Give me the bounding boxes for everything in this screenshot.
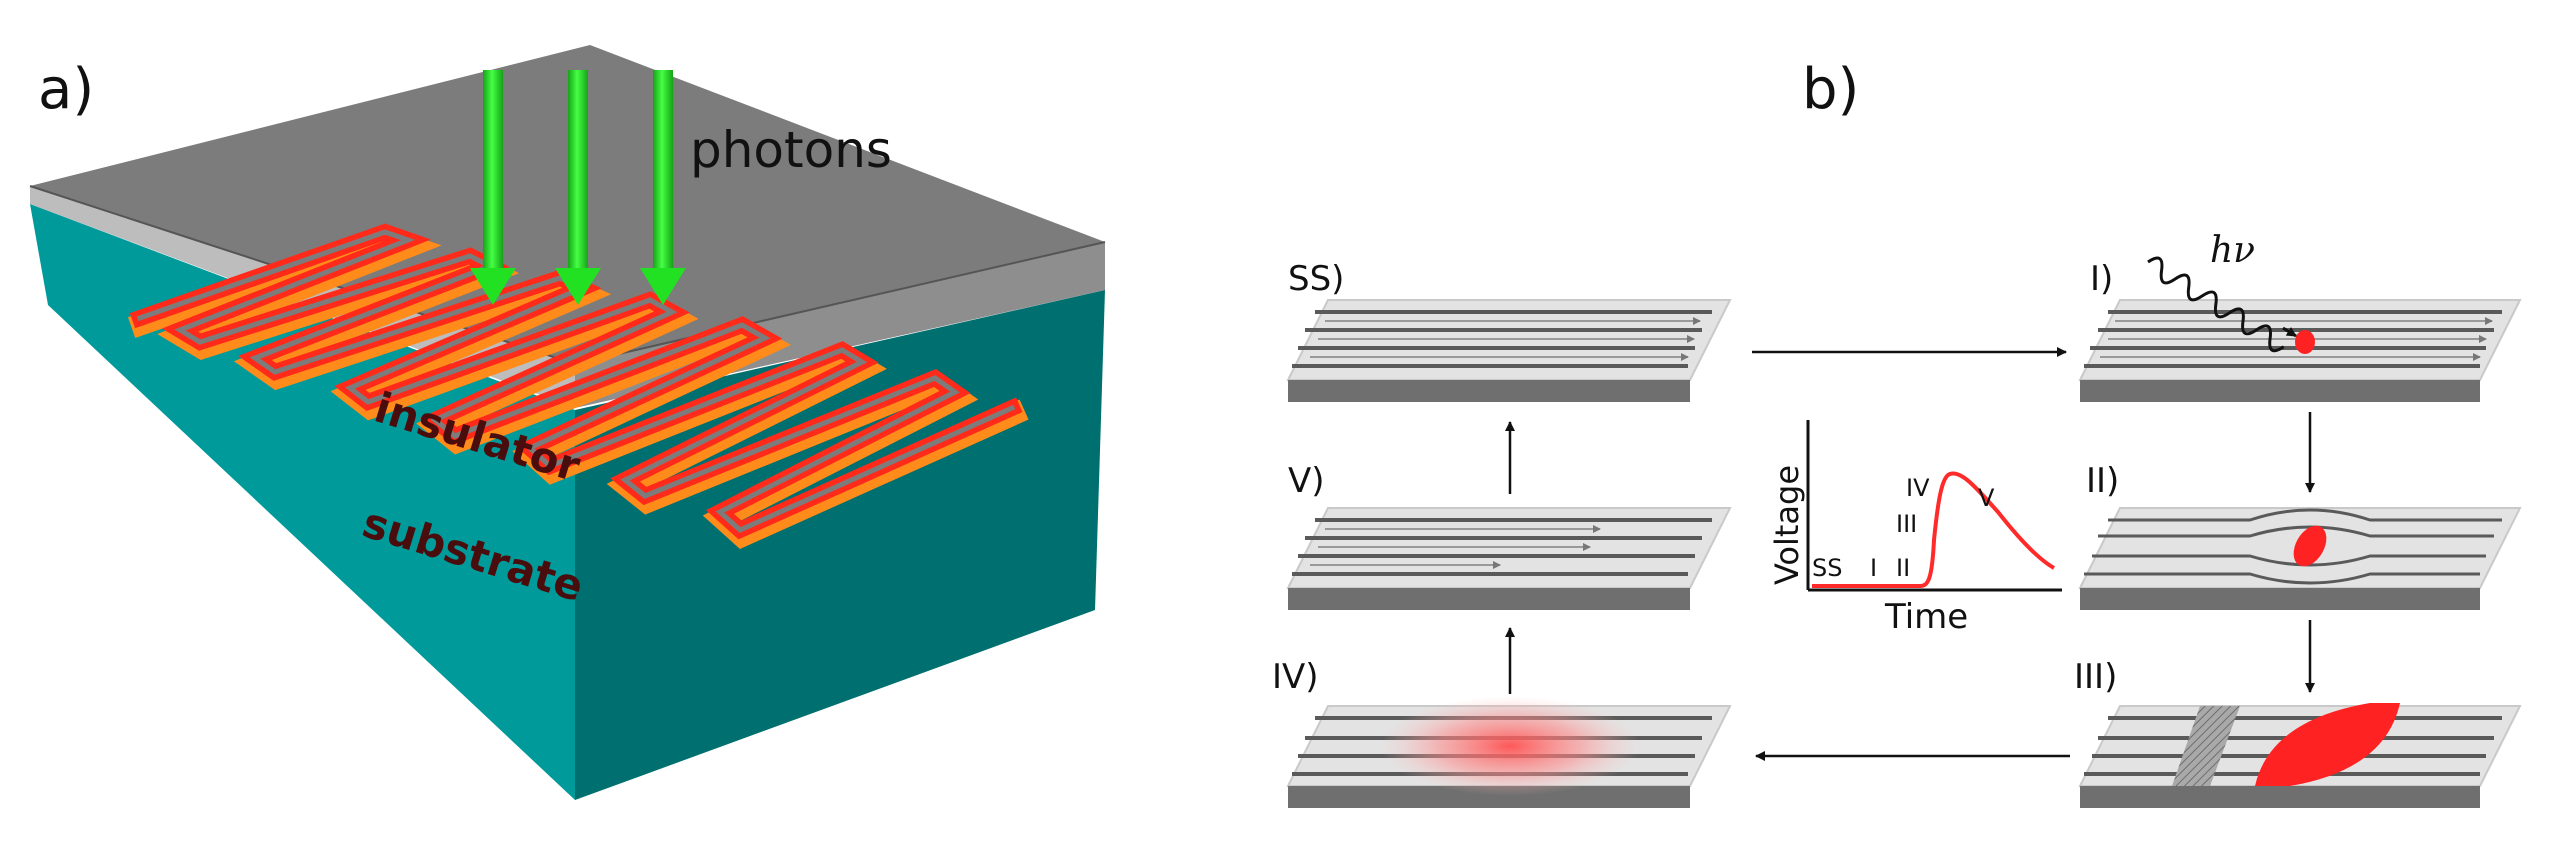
stage-iv-label: IV) bbox=[1272, 657, 1319, 697]
diffuse-heat bbox=[1380, 696, 1640, 796]
slab-v bbox=[1286, 507, 1732, 610]
photons-label: photons bbox=[690, 121, 892, 179]
photon-arrow-1 bbox=[470, 70, 516, 305]
slab-ss bbox=[1286, 299, 1732, 402]
inset-tick-v: V bbox=[1978, 484, 1995, 512]
stage-v-label: V) bbox=[1288, 461, 1325, 501]
slab-iv bbox=[1286, 696, 1732, 808]
photon-arrows bbox=[470, 70, 686, 305]
slab-iii bbox=[2078, 703, 2522, 808]
slab-ii bbox=[2078, 507, 2522, 610]
stage-i-label: I) bbox=[2090, 259, 2113, 299]
hotspot-growing bbox=[2293, 525, 2327, 567]
current-crowding bbox=[2172, 706, 2240, 786]
hotspot-normal-region bbox=[2255, 703, 2400, 786]
top-surface bbox=[30, 45, 1105, 364]
meander-nanowire bbox=[127, 223, 1029, 549]
stage-ii-label: II) bbox=[2086, 461, 2119, 501]
photon-arrow-2 bbox=[555, 70, 601, 305]
photon-energy-label: hν bbox=[2210, 230, 2255, 271]
inset-tick-i: I bbox=[1870, 554, 1877, 582]
panel-a-label: a) bbox=[38, 57, 94, 122]
photon-wave bbox=[2147, 256, 2285, 353]
photon-arrow-3 bbox=[640, 70, 686, 305]
inset-ylabel: Voltage bbox=[1768, 465, 1806, 585]
panel-b-label: b) bbox=[1802, 57, 1859, 122]
top-edge-right bbox=[574, 241, 1106, 365]
inset-tick-ii: II bbox=[1896, 554, 1910, 582]
panel-a: a) bbox=[29, 45, 1106, 800]
panel-b: b) SS) bbox=[1272, 57, 2522, 808]
stage-ss-label: SS) bbox=[1288, 259, 1344, 299]
inset-tick-ss: SS bbox=[1812, 554, 1842, 582]
stage-iii-label: III) bbox=[2074, 657, 2117, 697]
inset-tick-iii: III bbox=[1896, 510, 1917, 538]
inset-xlabel: Time bbox=[1884, 597, 1968, 637]
cycle-arrows bbox=[1505, 347, 2315, 761]
inset-tick-iv: IV bbox=[1906, 474, 1930, 502]
substrate-front-face bbox=[30, 204, 575, 800]
voltage-trace bbox=[1812, 471, 2056, 588]
slab-i bbox=[2078, 256, 2522, 402]
voltage-time-inset: Voltage Time SS I II III IV V bbox=[1768, 420, 2062, 637]
hotspot-seed bbox=[2295, 330, 2315, 354]
